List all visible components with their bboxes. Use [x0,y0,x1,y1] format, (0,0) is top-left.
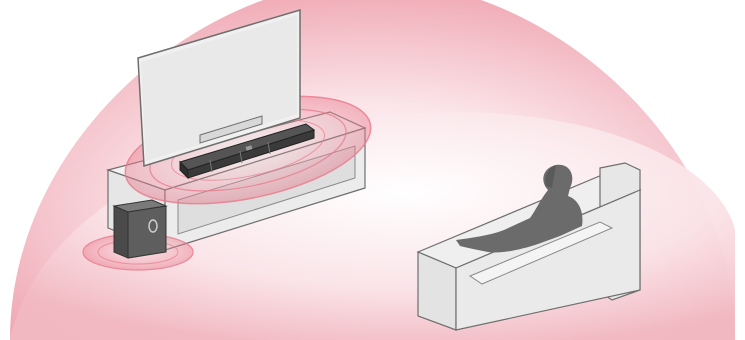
subwoofer-icon [114,200,166,258]
